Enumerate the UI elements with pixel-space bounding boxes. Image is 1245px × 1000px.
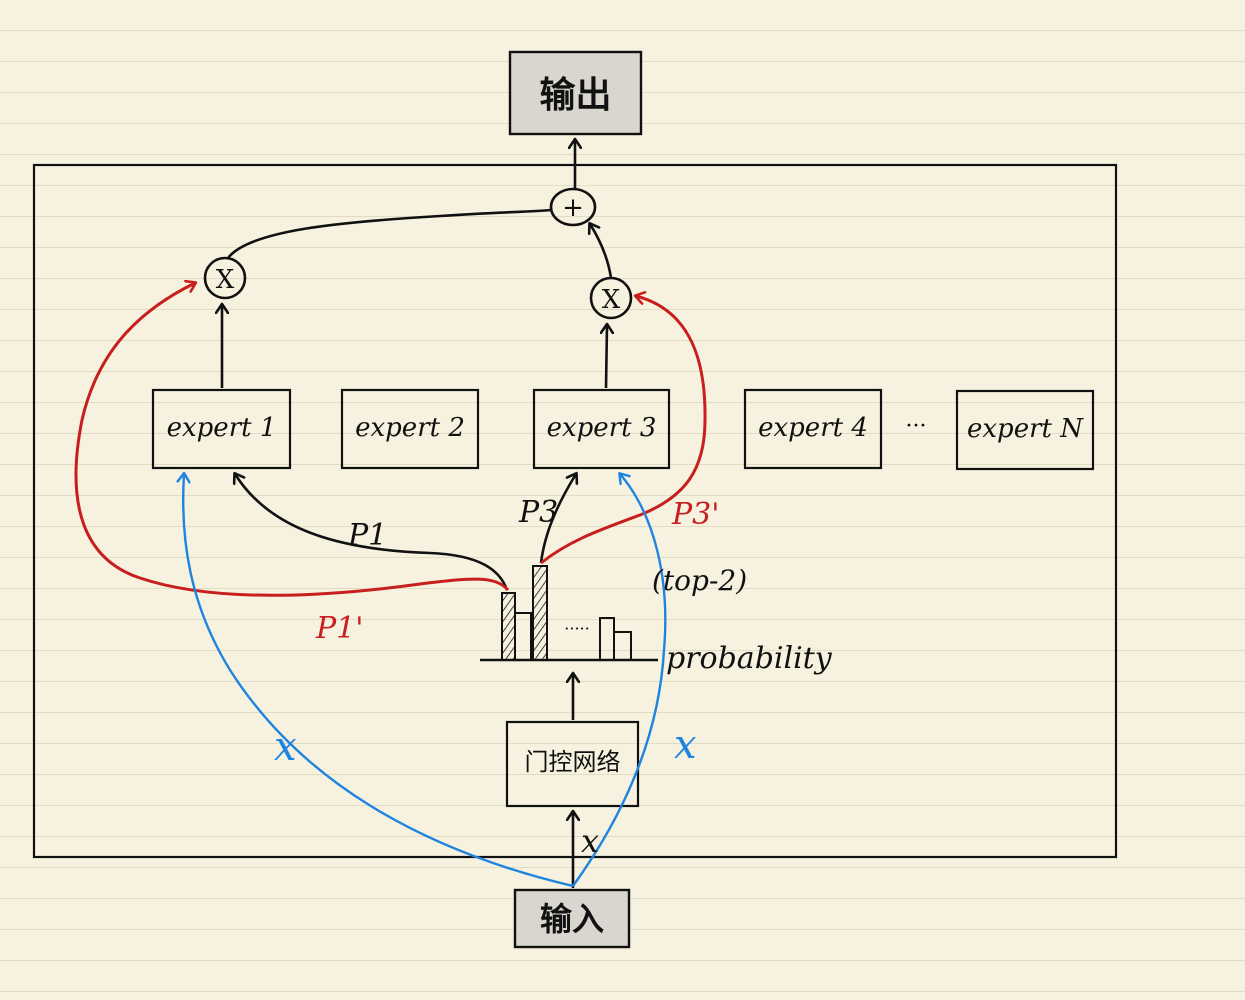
label-x-gate-input: x — [581, 822, 599, 860]
gating-network-label: 门控网络 — [525, 748, 621, 776]
label-p3: P3 — [518, 495, 558, 530]
probability-bar-4 — [599, 617, 615, 661]
label-p1-prime: P1' — [315, 611, 364, 646]
expert-box-4: expert 4 — [743, 388, 883, 470]
label-probability: probability — [666, 641, 833, 676]
probability-distribution: ····· — [480, 565, 658, 662]
multiply-node-right: X — [589, 276, 633, 320]
probability-bar-2 — [514, 612, 532, 661]
expert-box-3: expert 3 — [532, 388, 671, 470]
label-p1: P1 — [347, 518, 387, 553]
input-node: 输入 — [513, 888, 631, 949]
arrow-bar1-to-expert1 — [235, 474, 509, 591]
arrow-p3prime-to-multiply-right — [540, 296, 707, 565]
expert-label-3: expert 3 — [547, 413, 657, 443]
expert-label-4: expert 4 — [758, 413, 868, 443]
expert-box-n: expert N — [955, 389, 1095, 471]
arrow-bar3-to-expert3 — [539, 474, 576, 564]
experts-ellipsis: ··· — [906, 414, 927, 439]
label-x-left: x — [274, 724, 297, 770]
expert-label-n: expert N — [967, 414, 1084, 444]
probability-bar-1 — [501, 592, 516, 661]
expert-box-2: expert 2 — [340, 388, 480, 470]
input-label: 输入 — [540, 900, 604, 938]
label-top2: (top-2) — [652, 564, 747, 597]
arrow-expert3-to-multiply — [606, 325, 607, 389]
output-label: 输出 — [539, 74, 611, 116]
arrow-multiply-right-to-sum — [590, 224, 613, 279]
multiply-node-left: X — [203, 256, 247, 300]
multiply-symbol-left: X — [216, 265, 235, 295]
output-node: 输出 — [508, 50, 643, 136]
expert-label-2: expert 2 — [355, 413, 465, 443]
sum-node: + — [549, 187, 597, 227]
multiply-symbol-right: X — [602, 285, 621, 315]
arrow-input-to-expert3 — [572, 474, 667, 887]
label-p3-prime: P3' — [671, 497, 720, 532]
probability-bar-ellipsis: ····· — [564, 619, 589, 638]
arrow-p1prime-to-multiply-left — [74, 283, 510, 597]
sum-symbol: + — [562, 193, 584, 223]
label-x-right: x — [674, 722, 697, 768]
gating-network-node: 门控网络 — [505, 720, 640, 808]
line-multiply-left-to-sum — [226, 208, 552, 259]
arrow-input-to-expert1 — [183, 474, 574, 888]
expert-box-1: expert 1 — [151, 388, 292, 470]
probability-bar-5 — [613, 631, 632, 661]
probability-bar-3 — [532, 565, 548, 661]
expert-label-1: expert 1 — [167, 413, 277, 443]
